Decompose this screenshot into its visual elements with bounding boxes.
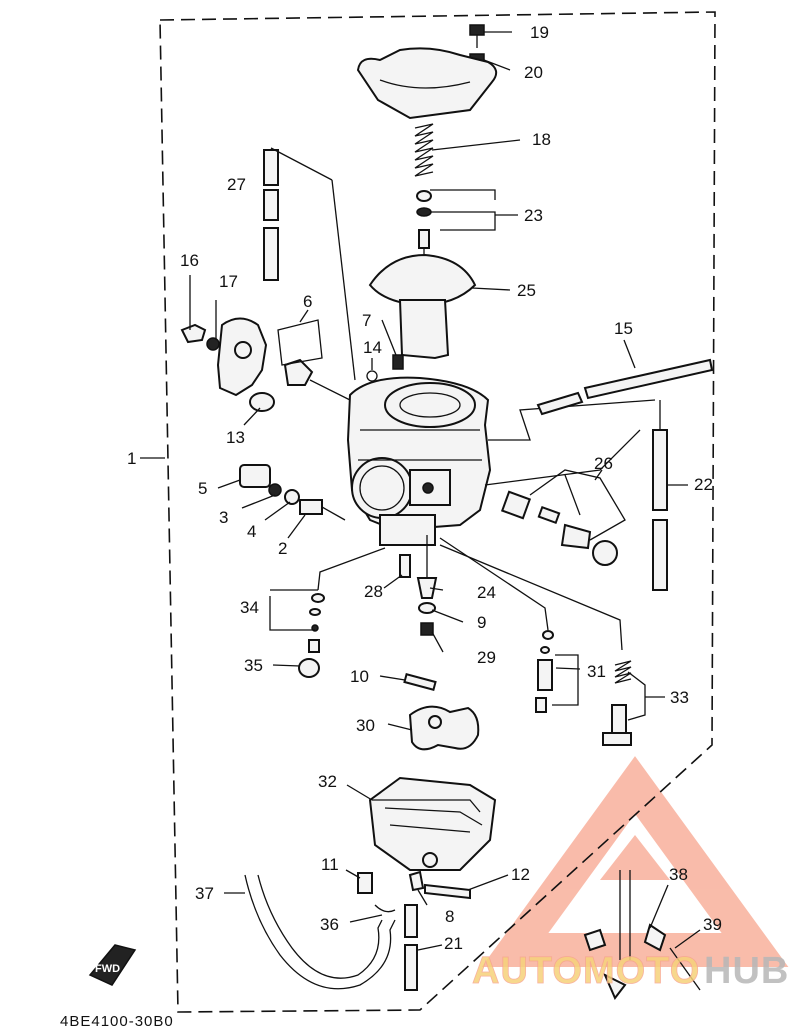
part-label-10: 10 <box>350 667 369 686</box>
float <box>408 705 480 751</box>
part-label-17: 17 <box>219 272 238 291</box>
part-label-24: 24 <box>477 583 496 602</box>
part-label-11: 11 <box>321 855 339 874</box>
jet-needle-set <box>416 189 496 280</box>
part-label-37: 37 <box>195 884 214 903</box>
carburetor-body <box>346 376 656 546</box>
part-label-1: 1 <box>127 449 136 468</box>
fwd-badge-text: FWD <box>95 963 120 975</box>
fwd-badge: FWD <box>88 944 137 986</box>
part-label-38: 38 <box>669 865 688 884</box>
hose-15 <box>536 358 714 416</box>
part-label-13: 13 <box>226 428 245 447</box>
watermark-text-automoto: AUTOMOTO <box>472 950 700 992</box>
vent-hose-27 <box>263 147 356 381</box>
pilot-screw-set <box>239 464 346 521</box>
part-label-2: 2 <box>278 539 287 558</box>
part-label-30: 30 <box>356 716 375 735</box>
starter-plunger <box>500 469 626 566</box>
carb-top-cap <box>356 24 498 120</box>
hose-22 <box>652 400 668 591</box>
part-label-27: 27 <box>227 175 246 194</box>
pilot-air-screw-set <box>602 660 646 746</box>
part-label-20: 20 <box>524 63 543 82</box>
part-label-33: 33 <box>670 688 689 707</box>
clip-parts <box>583 870 701 1000</box>
part-label-14: 14 <box>363 338 382 357</box>
watermark-text: AUTOMOTO HUB <box>472 950 789 993</box>
throttle-spring <box>414 123 434 177</box>
part-label-25: 25 <box>517 281 536 300</box>
diaphragm <box>368 253 477 360</box>
part-label-7: 7 <box>362 311 371 330</box>
part-label-19: 19 <box>530 23 549 42</box>
part-label-36: 36 <box>320 915 339 934</box>
watermark-logo <box>481 756 789 967</box>
drawing-code: 4BE4100-30B0 <box>60 1013 174 1030</box>
part-label-34: 34 <box>240 598 259 617</box>
part-label-28: 28 <box>364 582 383 601</box>
part-label-39: 39 <box>703 915 722 934</box>
assembly-boundary <box>159 11 716 1013</box>
part-label-3: 3 <box>219 508 228 527</box>
enricher-assembly <box>180 317 361 412</box>
part-label-29: 29 <box>477 648 496 667</box>
part-label-26: 26 <box>594 454 613 473</box>
part-labels: 1 2 3 4 5 6 7 8 9 10 11 12 13 14 15 16 1… <box>127 23 722 953</box>
drain-hoses <box>244 874 418 991</box>
part-label-21: 21 <box>444 934 463 953</box>
part-label-16: 16 <box>180 251 199 270</box>
part-label-9: 9 <box>477 613 486 632</box>
leader-lines <box>189 31 701 951</box>
part-label-15: 15 <box>614 319 633 338</box>
part-label-5: 5 <box>198 479 207 498</box>
part-label-22: 22 <box>694 475 713 494</box>
part-label-23: 23 <box>524 206 543 225</box>
part-label-8: 8 <box>445 907 454 926</box>
main-jet-set <box>269 589 325 678</box>
part-label-35: 35 <box>244 656 263 675</box>
part-label-4: 4 <box>247 522 256 541</box>
part-label-18: 18 <box>532 130 551 149</box>
watermark-text-hub: HUB <box>704 950 789 992</box>
starter-jet-set <box>535 630 579 713</box>
needle-jet-set <box>399 535 438 636</box>
part-label-31: 31 <box>587 662 606 681</box>
part-label-6: 6 <box>303 292 312 311</box>
part-label-32: 32 <box>318 772 337 791</box>
part-label-12: 12 <box>511 865 530 884</box>
float-bowl <box>368 776 497 871</box>
